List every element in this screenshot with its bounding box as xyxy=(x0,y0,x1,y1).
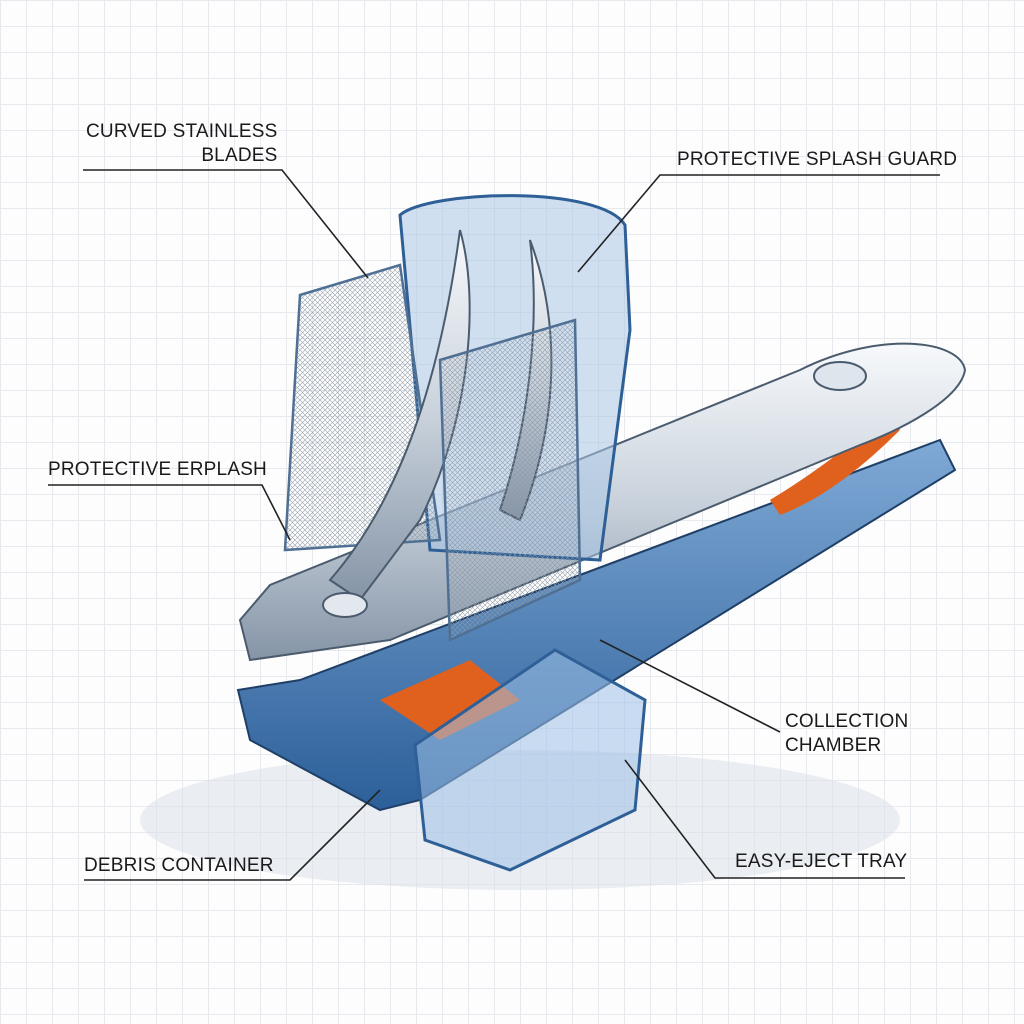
orange-spring xyxy=(380,660,520,740)
debris-container-box xyxy=(413,648,647,872)
label-line: COLLECTION xyxy=(785,711,909,732)
label-line: CHAMBER xyxy=(785,735,882,756)
rivet-button xyxy=(813,361,867,391)
label-collection-chamber: COLLECTION CHAMBER xyxy=(785,710,908,758)
label-erplash: PROTECTIVE ERPLASH xyxy=(48,459,267,480)
label-splash-guard: PROTECTIVE SPLASH GUARD xyxy=(677,149,958,170)
label-line: CURVED STAINLESS xyxy=(86,121,278,142)
label-easy-eject-tray: EASY-EJECT TRAY xyxy=(735,851,908,872)
pivot-pin xyxy=(322,592,368,618)
leader-lines xyxy=(48,169,940,881)
right-mesh-guard xyxy=(438,318,582,642)
label-debris-container: DEBRIS CONTAINER xyxy=(84,855,274,876)
label-curved-blades: CURVED STAINLESS BLADES xyxy=(86,120,278,168)
label-line: BLADES xyxy=(201,145,278,166)
